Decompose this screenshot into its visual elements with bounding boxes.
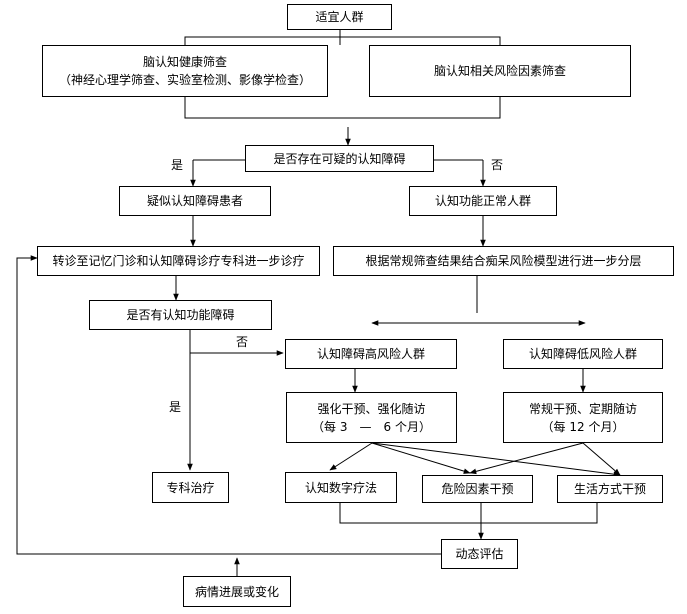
stratification-node: 根据常规筛查结果结合痴呆风险模型进行进一步分层 (333, 246, 674, 276)
intensive-intervention-node: 强化干预、强化随访 （每 3 — 6 个月） (286, 392, 457, 443)
brain-health-screening-label: 脑认知健康筛查 (142, 55, 227, 69)
edge-label-no: 否 (491, 158, 504, 172)
edge-label-no-2: 否 (236, 335, 249, 349)
suspected-patients-node: 疑似认知障碍患者 (119, 186, 271, 216)
stratification-label: 根据常规筛查结果结合痴呆风险模型进行进一步分层 (365, 254, 642, 268)
risk-factor-screening-node: 脑认知相关风险因素筛查 (369, 45, 631, 97)
suspected-impairment-question-node: 是否存在可疑的认知障碍 (245, 145, 434, 172)
connector (184, 36, 501, 45)
digital-therapy-node: 认知数字疗法 (285, 472, 397, 503)
arrow (329, 442, 373, 471)
brain-health-screening-detail: （神经心理学筛查、实验室检测、影像学检查） (58, 73, 311, 87)
brain-health-screening-node: 脑认知健康筛查 （神经心理学筛查、实验室检测、影像学检查） (42, 45, 328, 97)
specialist-treatment-label: 专科治疗 (166, 480, 215, 495)
high-risk-label: 认知障碍高风险人群 (316, 347, 425, 361)
risk-factor-screening-label: 脑认知相关风险因素筛查 (433, 64, 566, 78)
routine-interval-label: （每 12 个月） (541, 419, 625, 434)
feedback-arrow (16, 255, 441, 555)
lifestyle-intervention-label: 生活方式干预 (573, 482, 646, 496)
arrow (582, 442, 621, 476)
normal-population-label: 认知功能正常人群 (434, 194, 531, 208)
disease-progression-label: 病情进展或变化 (194, 584, 279, 599)
referral-node: 转诊至记忆门诊和认知障碍诊疗专科进一步诊疗 (37, 246, 320, 276)
digital-therapy-label: 认知数字疗法 (304, 480, 377, 495)
routine-intervention-node: 常规干预、定期随访 （每 12 个月） (503, 392, 663, 443)
edge-label-yes: 是 (171, 158, 184, 172)
dynamic-assessment-node: 动态评估 (441, 539, 518, 569)
has-impairment-question-node: 是否有认知功能障碍 (89, 300, 272, 330)
high-risk-node: 认知障碍高风险人群 (285, 339, 457, 369)
connector (184, 97, 501, 119)
suitable-population-node: 适宜人群 (287, 4, 392, 30)
connector (339, 503, 598, 524)
arrow (371, 442, 471, 474)
low-risk-label: 认知障碍低风险人群 (528, 347, 637, 361)
arrow (371, 442, 621, 477)
routine-intervention-label: 常规干预、定期随访 (528, 401, 637, 416)
risk-factor-intervention-node: 危险因素干预 (422, 475, 533, 503)
normal-population-node: 认知功能正常人群 (409, 186, 557, 216)
has-impairment-question-label: 是否有认知功能障碍 (126, 308, 235, 322)
specialist-treatment-node: 专科治疗 (152, 472, 229, 503)
dynamic-assessment-label: 动态评估 (455, 547, 504, 561)
suspected-impairment-question-label: 是否存在可疑的认知障碍 (273, 151, 406, 166)
referral-label: 转诊至记忆门诊和认知障碍诊疗专科进一步诊疗 (52, 254, 305, 268)
suspected-patients-label: 疑似认知障碍患者 (146, 194, 243, 208)
risk-factor-intervention-label: 危险因素干预 (441, 482, 514, 496)
low-risk-node: 认知障碍低风险人群 (503, 339, 663, 369)
edge-label-yes-2: 是 (169, 400, 182, 414)
disease-progression-node: 病情进展或变化 (183, 576, 291, 607)
intensive-interval-label: （每 3 — 6 个月） (312, 419, 431, 434)
lifestyle-intervention-node: 生活方式干预 (557, 475, 663, 503)
arrow (469, 442, 584, 475)
suitable-population-label: 适宜人群 (315, 10, 364, 24)
intensive-intervention-label: 强化干预、强化随访 (317, 401, 426, 416)
